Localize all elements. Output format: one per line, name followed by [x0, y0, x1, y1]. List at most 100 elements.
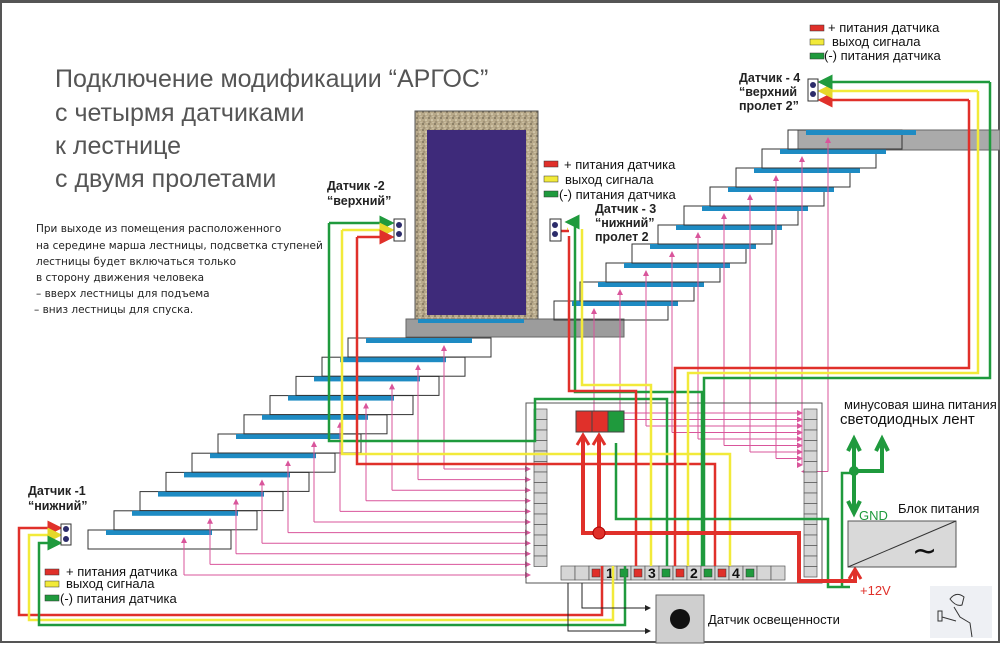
terminal-cell: [803, 440, 818, 452]
legend-plus: + питания датчика: [66, 564, 178, 579]
power-bus-12v: [575, 432, 863, 583]
led-strip: [624, 263, 730, 268]
stair-flight-2: [553, 129, 912, 321]
terminal-cell: [533, 503, 548, 515]
note-line: лестницы будет включаться только: [36, 256, 236, 268]
legend-bottom-left: + питания датчика выход сигнала (-) пита…: [44, 564, 178, 606]
terminal-cell: [803, 482, 818, 494]
note-line: в сторону движения человека: [36, 272, 204, 284]
led-strip: [132, 510, 238, 516]
terminal-cell: [770, 565, 786, 581]
title-line: с четырмя датчиками: [55, 99, 304, 127]
led-strip: [262, 414, 368, 420]
sensor-wires: [17, 74, 992, 627]
sensor-label: Датчик - 4: [739, 71, 800, 85]
title-line: к лестнице: [55, 132, 181, 160]
led-control-wires: [181, 137, 831, 578]
sensor-sub: “верхний”: [327, 194, 391, 208]
sensor-2: Датчик -2 “верхний”: [327, 179, 406, 242]
legend-plus: + питания датчика: [564, 157, 676, 172]
sensor-3: Датчик - 3 “нижний” пролет 2: [549, 202, 656, 244]
door: [414, 110, 539, 320]
minus-terminal: [703, 568, 713, 578]
legend-top-right: + питания датчика выход сигнала (-) пита…: [809, 20, 942, 63]
led-strip: [210, 453, 316, 459]
terminal-cell: [803, 566, 818, 578]
note-line: При выходе из помещения расположенного: [36, 223, 281, 235]
terminal-block-left: [533, 408, 548, 567]
led-strip: [366, 338, 472, 343]
minus-terminal: [661, 568, 671, 578]
terminal-cell: [533, 534, 548, 546]
ac-symbol: ~: [912, 534, 937, 569]
minus-terminal: [607, 410, 625, 433]
led-strip: [418, 319, 524, 323]
led-strip: [780, 149, 886, 154]
terminal-number: 3: [648, 565, 656, 581]
plus-terminal: [575, 410, 593, 433]
terminal-cell: [560, 565, 576, 581]
legend-minus: (-) питания датчика: [824, 48, 942, 63]
light-sensor-label: Датчик освещенности: [708, 612, 840, 627]
sensor-label: Датчик - 3: [595, 202, 656, 216]
led-strip: [728, 187, 834, 192]
led-strip: [598, 282, 704, 287]
terminal-cell: [533, 524, 548, 536]
terminal-cell: [533, 482, 548, 494]
v12-label: +12V: [860, 583, 891, 598]
note-line: – вниз лестницы для спуска.: [34, 304, 193, 316]
terminal-cell: [803, 419, 818, 431]
legend-signal: выход сигнала: [565, 172, 654, 187]
terminal-cell: [803, 524, 818, 536]
terminal-cell: [803, 555, 818, 567]
led-strip: [676, 225, 782, 230]
sensor-label: Датчик -2: [327, 179, 385, 193]
legend-minus: (-) питания датчика: [559, 187, 677, 202]
terminal-cell: [533, 555, 548, 567]
terminal-cell: [756, 565, 772, 581]
led-strip: [806, 130, 912, 135]
description-note: При выходе из помещения расположенного н…: [34, 223, 323, 316]
plus-terminal: [633, 568, 643, 578]
terminal-cell: [803, 408, 818, 420]
gnd-label: GND: [859, 508, 888, 523]
sensor-1: Датчик -1 “нижний”: [28, 484, 88, 546]
bus-label: минусовая шина питания: [844, 397, 997, 412]
led-strip: [158, 491, 264, 497]
terminal-cell: [803, 545, 818, 557]
title-line: с двумя пролетами: [55, 165, 276, 193]
sensor-sub: пролет 2: [595, 230, 649, 244]
plus-terminal: [591, 410, 609, 433]
led-strip: [184, 472, 290, 478]
page-title: Подключение модификации “АРГОС” с четырм…: [55, 65, 488, 193]
legend-middle: + питания датчика выход сигнала (-) пита…: [543, 157, 677, 202]
terminal-cell: [533, 545, 548, 557]
diagram-canvas: Подключение модификации “АРГОС” с четырм…: [17, 20, 1000, 644]
power-input-terminals: [575, 410, 625, 433]
legend-signal: выход сигнала: [832, 34, 921, 49]
ground-bus: [846, 434, 890, 518]
plus-terminal: [717, 568, 727, 578]
terminal-cell: [803, 534, 818, 546]
terminal-cell: [803, 492, 818, 504]
bus-label: светодиодных лент: [840, 411, 975, 428]
terminal-cell: [803, 461, 818, 473]
led-strip: [572, 301, 678, 306]
plus-terminal: [675, 568, 685, 578]
terminal-cell: [533, 513, 548, 525]
sensor-4: Датчик - 4 “верхний пролет 2”: [739, 71, 819, 113]
terminal-cell: [803, 471, 818, 483]
plus-terminal: [591, 568, 601, 578]
terminal-number: 1: [606, 565, 614, 581]
sensor-label: Датчик -1: [28, 484, 86, 498]
led-strip: [650, 244, 756, 249]
motion-sensor-icon: [393, 218, 406, 242]
motion-sensor-icon: [549, 218, 562, 242]
led-strip: [236, 434, 342, 439]
led-strip: [754, 168, 860, 173]
terminal-block-right: [803, 408, 818, 578]
terminal-cell: [803, 450, 818, 462]
terminal-cell: [803, 429, 818, 441]
